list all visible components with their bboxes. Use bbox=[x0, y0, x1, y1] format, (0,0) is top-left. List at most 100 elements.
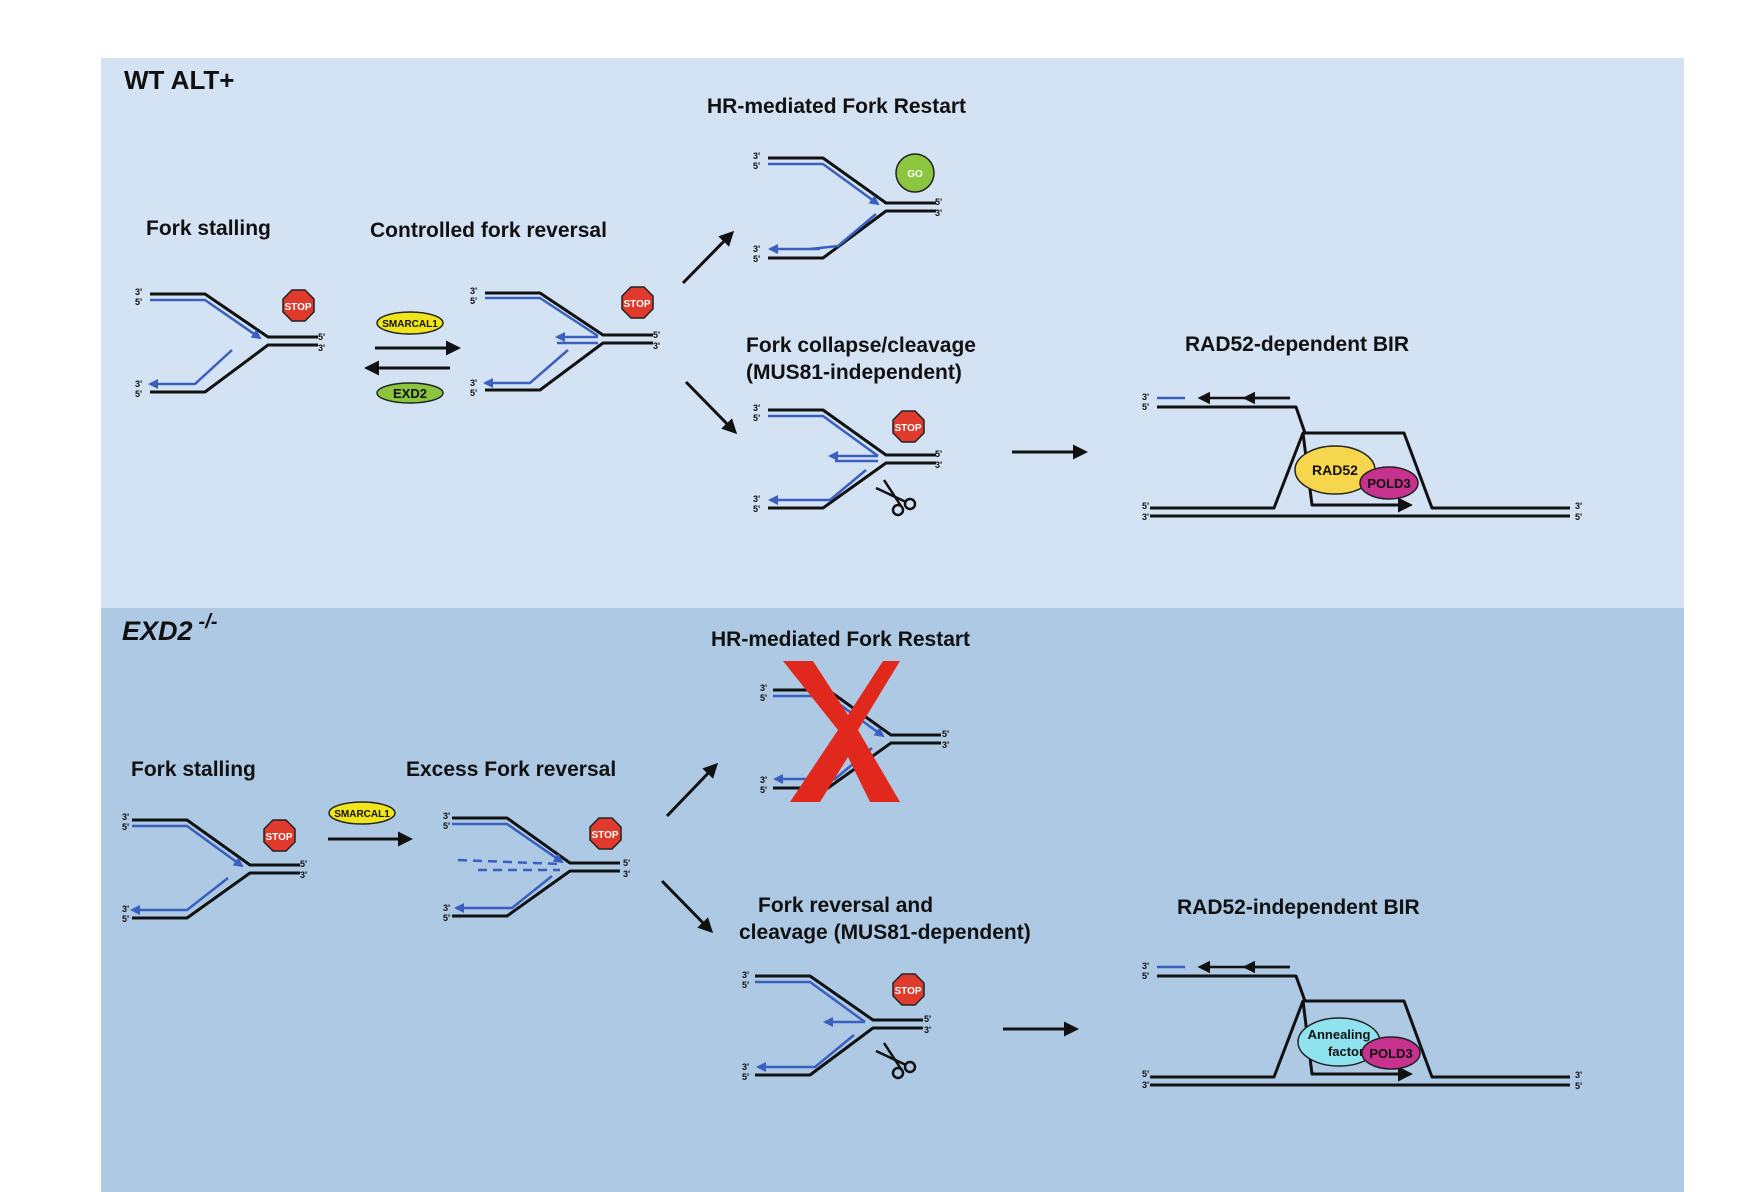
end-label: 5' bbox=[653, 330, 660, 340]
end-label: 3' bbox=[935, 460, 942, 470]
svg-text:STOP: STOP bbox=[623, 299, 650, 310]
branch-arrow-down bbox=[684, 380, 738, 435]
end-label: 3' bbox=[1142, 961, 1149, 971]
end-label: 5' bbox=[470, 296, 477, 306]
end-label: 3' bbox=[753, 151, 760, 161]
end-label: 5' bbox=[1142, 402, 1149, 412]
end-label: 5' bbox=[942, 729, 949, 739]
panel-title-wt-alt: WT ALT+ bbox=[124, 65, 234, 95]
red-x-icon bbox=[783, 661, 900, 802]
rad52-protein: RAD52 bbox=[1294, 445, 1376, 495]
collapsed-fork-top: 3' 5' 3' 5' 5' 3' bbox=[753, 403, 942, 514]
label-controlled-fork-reversal: Controlled fork reversal bbox=[370, 219, 607, 242]
label-hr-restart-top: HR-mediated Fork Restart bbox=[707, 95, 966, 118]
end-label: 3' bbox=[742, 1062, 749, 1072]
end-label: 3' bbox=[942, 740, 949, 750]
smarcal1-protein: SMARCAL1 bbox=[376, 311, 444, 335]
label-hr-restart-bottom: HR-mediated Fork Restart bbox=[711, 628, 970, 651]
end-label: 5' bbox=[760, 693, 767, 703]
end-label: 5' bbox=[742, 980, 749, 990]
cleaved-fork-bottom: 3' 5' 3' 5' 5' 3' bbox=[742, 970, 931, 1082]
svg-text:POLD3: POLD3 bbox=[1367, 476, 1410, 491]
branch-arrow-up bbox=[681, 230, 735, 285]
end-label: 5' bbox=[753, 504, 760, 514]
end-label: 3' bbox=[935, 208, 942, 218]
end-label: 5' bbox=[753, 254, 760, 264]
stop-sign-icon: STOP bbox=[589, 817, 622, 850]
end-label: 5' bbox=[443, 913, 450, 923]
panel-wt-alt bbox=[101, 58, 1684, 608]
end-label: 5' bbox=[1142, 971, 1149, 981]
label-fork-reversal-cleavage-line1: Fork reversal and bbox=[758, 894, 933, 917]
svg-text:GO: GO bbox=[907, 169, 923, 180]
svg-text:STOP: STOP bbox=[284, 302, 311, 313]
stop-sign-icon: STOP bbox=[621, 286, 654, 319]
label-fork-collapse-line2: (MUS81-independent) bbox=[746, 361, 962, 384]
end-label: 3' bbox=[135, 287, 142, 297]
end-label: 5' bbox=[760, 785, 767, 795]
branch-arrow-up-bottom bbox=[665, 762, 719, 818]
end-label: 5' bbox=[1575, 512, 1582, 522]
end-label: 5' bbox=[1575, 1081, 1582, 1091]
end-label: 3' bbox=[1142, 512, 1149, 522]
end-label: 5' bbox=[300, 859, 307, 869]
end-label: 5' bbox=[135, 297, 142, 307]
label-fork-reversal-cleavage-line2: cleavage (MUS81-dependent) bbox=[739, 921, 1031, 944]
end-label: 3' bbox=[760, 683, 767, 693]
end-label: 3' bbox=[1575, 501, 1582, 511]
end-label: 3' bbox=[443, 903, 450, 913]
label-fork-stalling-bottom: Fork stalling bbox=[131, 758, 256, 781]
panel-title-exd2-ko: EXD2-/- bbox=[122, 611, 218, 646]
end-label: 3' bbox=[753, 244, 760, 254]
restarted-fork-top: 3' 5' 3' 5' 5' 3' bbox=[753, 151, 942, 264]
end-label: 3' bbox=[1142, 1080, 1149, 1090]
go-sign-icon: GO bbox=[895, 153, 935, 193]
end-label: 3' bbox=[1142, 392, 1149, 402]
end-label: 5' bbox=[935, 197, 942, 207]
pold3-protein: POLD3 bbox=[1359, 466, 1419, 500]
excess-reversed-fork: 3' 5' 3' 5' 5' 3' bbox=[443, 811, 630, 923]
label-bir-top: RAD52-dependent BIR bbox=[1185, 333, 1409, 356]
end-label: 3' bbox=[760, 775, 767, 785]
label-fork-stalling-top: Fork stalling bbox=[146, 217, 271, 240]
end-label: 3' bbox=[753, 403, 760, 413]
stop-sign-icon: STOP bbox=[263, 819, 296, 852]
end-label: 3' bbox=[122, 812, 129, 822]
end-label: 5' bbox=[742, 1072, 749, 1082]
svg-text:STOP: STOP bbox=[894, 986, 921, 997]
end-label: 5' bbox=[443, 821, 450, 831]
svg-text:RAD52: RAD52 bbox=[1312, 462, 1358, 478]
end-label: 5' bbox=[318, 332, 325, 342]
svg-text:Annealing: Annealing bbox=[1308, 1027, 1371, 1042]
stalled-fork-top: 3' 5' 3' 5' 5' 3' bbox=[135, 287, 325, 399]
svg-text:STOP: STOP bbox=[894, 423, 921, 434]
end-label: 5' bbox=[1142, 501, 1149, 511]
end-label: 3' bbox=[443, 811, 450, 821]
end-label: 5' bbox=[623, 858, 630, 868]
end-label: 5' bbox=[924, 1014, 931, 1024]
end-label: 3' bbox=[318, 343, 325, 353]
end-label: 5' bbox=[1142, 1069, 1149, 1079]
end-label: 3' bbox=[653, 341, 660, 351]
end-label: 5' bbox=[135, 389, 142, 399]
end-label: 3' bbox=[623, 869, 630, 879]
end-label: 3' bbox=[470, 286, 477, 296]
svg-text:STOP: STOP bbox=[265, 832, 292, 843]
panel-exd2-ko bbox=[101, 608, 1684, 1192]
svg-text:STOP: STOP bbox=[591, 830, 618, 841]
end-label: 3' bbox=[470, 378, 477, 388]
stop-sign-icon: STOP bbox=[892, 973, 925, 1006]
end-label: 5' bbox=[122, 914, 129, 924]
branch-arrow-down-bottom bbox=[660, 879, 714, 934]
label-excess-fork-reversal: Excess Fork reversal bbox=[406, 758, 616, 781]
end-label: 5' bbox=[753, 413, 760, 423]
end-label: 3' bbox=[742, 970, 749, 980]
svg-text:SMARCAL1: SMARCAL1 bbox=[334, 809, 390, 820]
end-label: 3' bbox=[924, 1025, 931, 1035]
end-label: 3' bbox=[1575, 1070, 1582, 1080]
svg-text:SMARCAL1: SMARCAL1 bbox=[382, 319, 438, 330]
pold3-protein: POLD3 bbox=[1361, 1036, 1421, 1070]
end-label: 3' bbox=[300, 870, 307, 880]
label-fork-collapse-line1: Fork collapse/cleavage bbox=[746, 334, 976, 357]
